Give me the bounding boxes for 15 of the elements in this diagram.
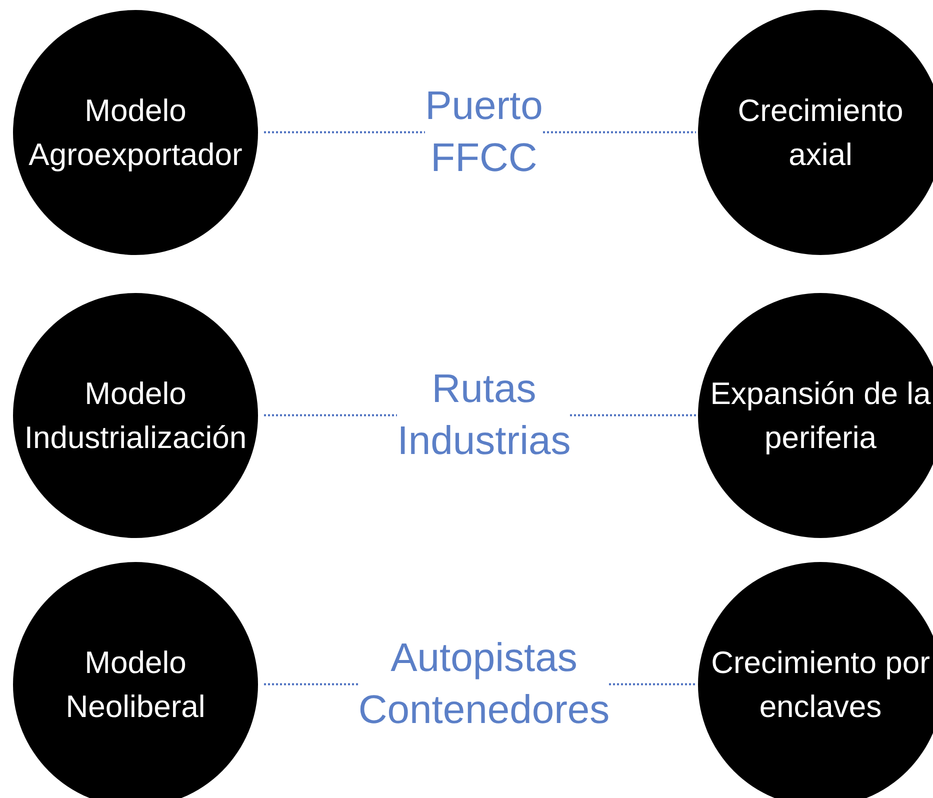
circle-label: Expansión de la periferia [709,374,932,456]
circle-label: Modelo Neoliberal [64,644,206,726]
dotted-connector [264,131,425,134]
circle-label: Crecimiento axial [736,92,904,174]
link-label: Autopistas Contenedores [358,635,610,734]
circle-label: Crecimiento por enclaves [710,644,931,726]
dotted-connector [264,683,358,686]
dotted-connector [264,414,397,416]
dotted-connector [543,131,696,134]
circle-label: Modelo Industrialización [23,374,248,456]
link-label: Rutas Industrias [397,366,571,465]
dotted-connector [609,683,696,686]
link-label: Puerto FFCC [425,83,543,182]
dotted-connector [570,414,696,416]
circle-label: Modelo Agroexportador [28,92,244,174]
